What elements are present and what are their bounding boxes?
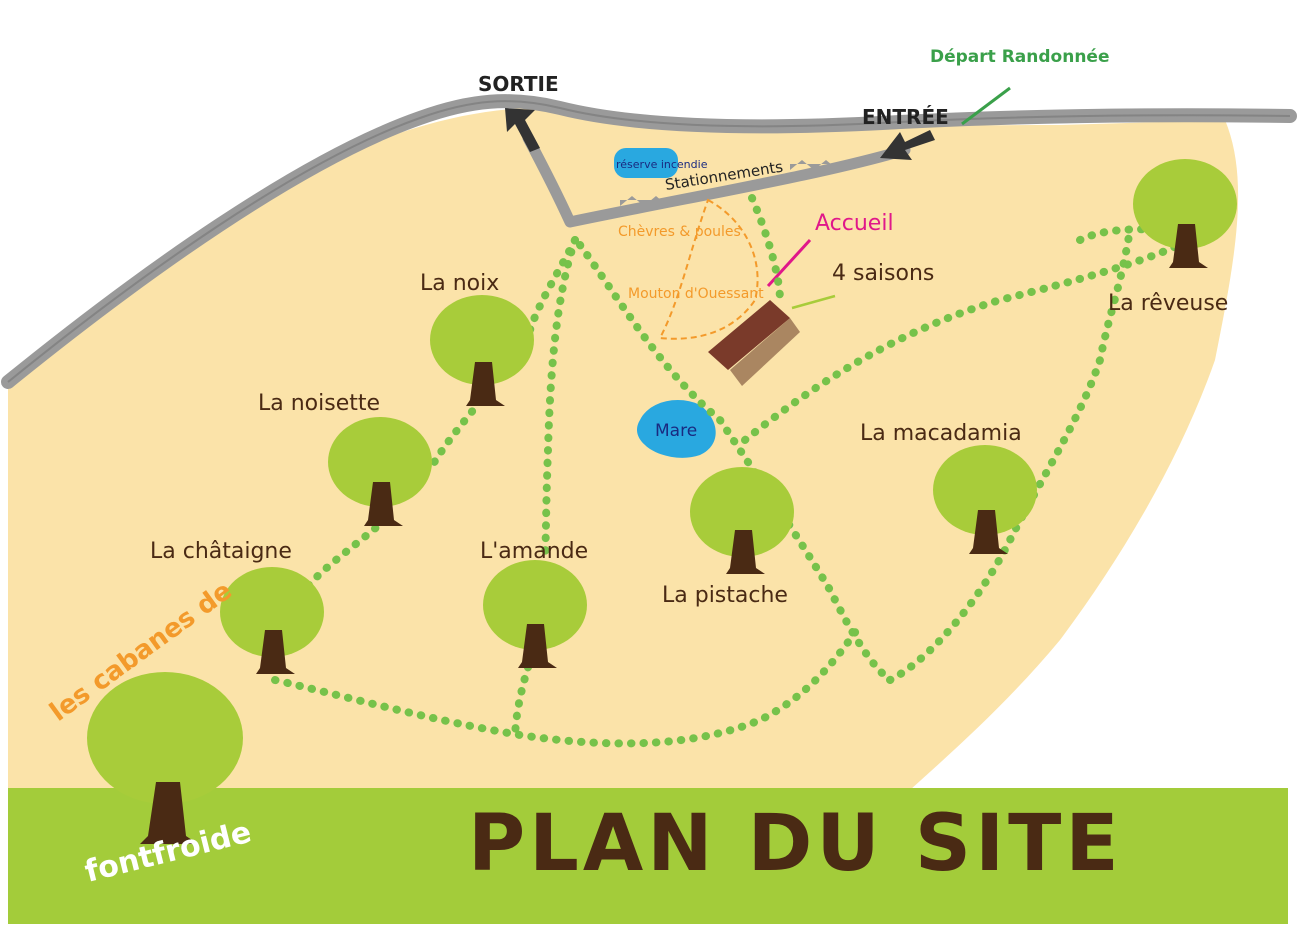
cabin-label-noisette: La noisette [258,391,380,416]
tree-noix [430,295,534,406]
tree-amande [483,560,587,668]
sheep-label: Mouton d'Ouessant [628,286,764,302]
fire-reserve-label: réserve incendie [616,158,708,171]
tree-pistache [690,467,794,574]
cabin-label-amande: L'amande [480,539,588,564]
exit-arrow-icon [505,108,540,152]
hiking-start-pointer [961,86,1011,126]
fire-reserve [614,148,678,178]
land-lower-left [8,560,100,700]
reception-building [708,300,790,370]
reception-pointer [766,238,812,288]
entry-arrow-icon [880,130,935,160]
trail-reveuse [741,238,1189,444]
parking-spaces [620,160,838,206]
trail-amande [541,236,579,564]
reception-label: Accueil [815,211,894,236]
four-seasons-label: 4 saisons [832,261,934,286]
title-banner [8,788,1288,924]
tree-chataigne [220,567,324,674]
hiking-start-label: Départ Randonnée [930,47,1110,67]
trail-main-west [271,621,864,748]
entry-label: ENTRÉE [862,105,949,129]
parking-road [522,132,911,228]
goats-label: Chèvres & poules [618,224,741,240]
cabin-label-chataigne: La châtaigne [150,539,292,564]
reception-roof-shadow [730,318,800,386]
cabin-label-noix: La noix [420,271,499,296]
animal-pen [658,198,759,340]
logo-tree [87,672,243,844]
tree-macadamia [933,445,1037,554]
cabin-label-pistache: La pistache [662,583,788,608]
road-edge [7,100,1291,383]
pond-label: Mare [655,421,697,441]
page-title: PLAN DU SITE [468,799,1123,889]
trail-east [886,226,1134,684]
four-seasons-pointer [791,294,836,310]
tree-reveuse [1133,159,1237,268]
cabin-label-reveuse: La rêveuse [1108,291,1228,316]
trail-accueil [748,194,784,304]
tree-noisette [328,417,432,526]
exit-label: SORTIE [478,72,559,96]
pond [637,400,716,458]
cabin-label-macadamia: La macadamia [860,421,1022,446]
